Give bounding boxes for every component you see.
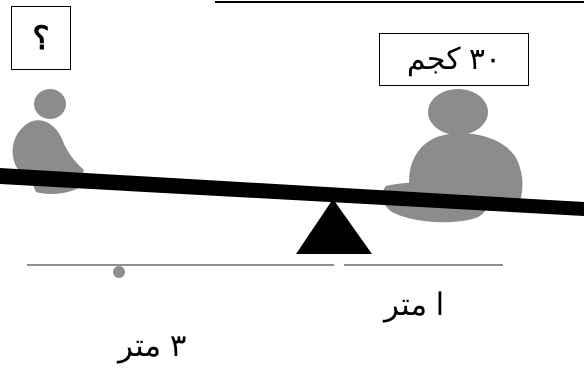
known-weight-box: ٣٠ كجم <box>379 33 529 86</box>
seesaw-beam <box>0 168 584 216</box>
left-child-body <box>12 120 85 186</box>
unknown-weight-label: ؟ <box>32 20 50 56</box>
left-child-head <box>34 89 66 119</box>
fulcrum-triangle <box>296 199 372 254</box>
unknown-weight-box: ؟ <box>11 6 71 70</box>
right-child-head <box>428 89 488 135</box>
measure-mark-dot <box>113 266 125 278</box>
near-distance-label: ا متر <box>384 287 445 322</box>
far-distance-label: ٣ متر <box>118 328 187 363</box>
known-weight-label: ٣٠ كجم <box>406 43 502 76</box>
